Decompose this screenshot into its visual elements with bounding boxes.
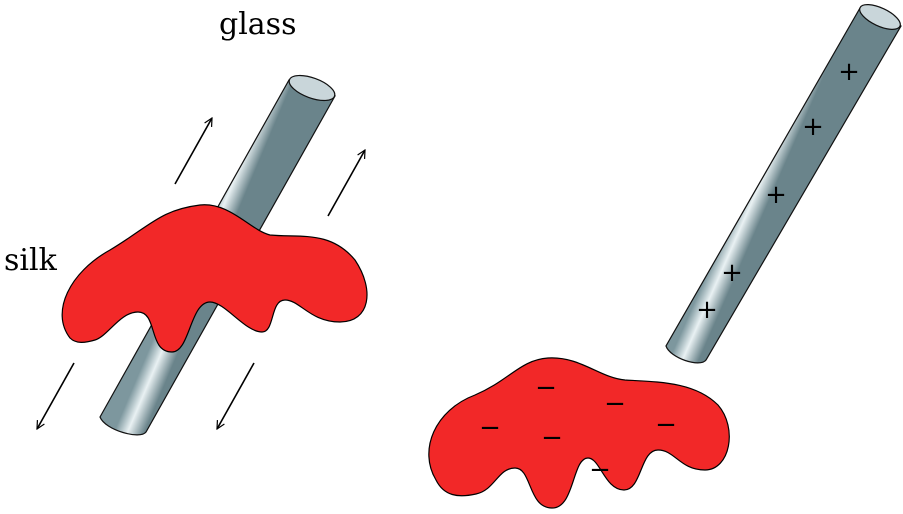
arrow-icon: [216, 362, 255, 429]
rubbing-arrows: [36, 118, 366, 429]
glass-rod-charged: [665, 4, 902, 364]
negative-charge: −: [655, 410, 677, 440]
negative-charge: −: [479, 413, 501, 443]
positive-charge: +: [721, 258, 743, 288]
negative-charge: −: [589, 455, 611, 485]
rod-end-cap: [288, 74, 336, 102]
positive-charge: +: [696, 295, 718, 325]
negative-charge: −: [604, 389, 626, 419]
negative-charge: −: [541, 423, 563, 453]
rod-end-cap: [859, 4, 901, 30]
positive-charge: +: [802, 112, 824, 142]
silk-cloth-rubbing: [61, 204, 368, 353]
arrow-icon: [174, 118, 213, 185]
positive-charge: +: [765, 180, 787, 210]
positive-charges: +++++: [696, 57, 860, 325]
glass-label: glass: [219, 7, 297, 42]
negative-charges: −−−−−−: [479, 373, 677, 485]
silk-label: silk: [4, 243, 57, 278]
arrow-icon: [327, 150, 366, 217]
arrow-icon: [36, 362, 75, 429]
silk-cloth-charged: [428, 357, 730, 509]
positive-charge: +: [838, 57, 860, 87]
negative-charge: −: [535, 373, 557, 403]
